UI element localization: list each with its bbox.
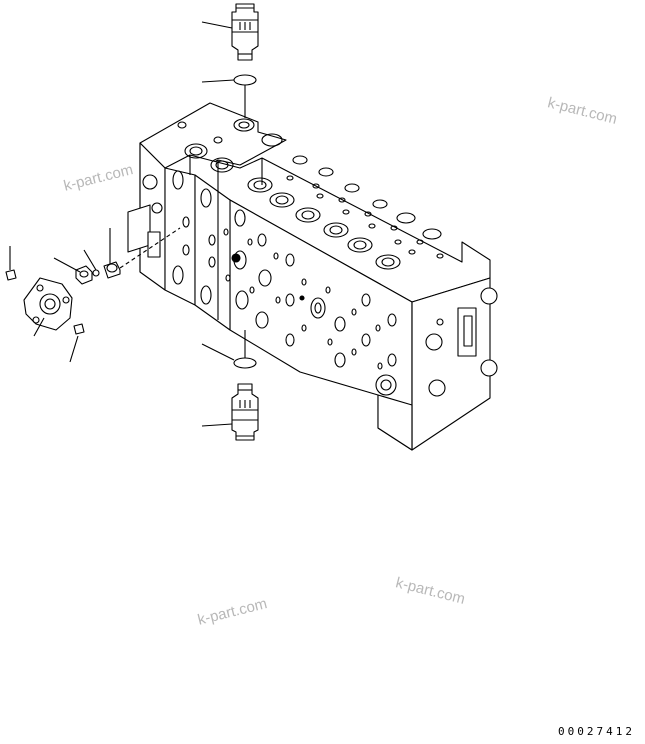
top-relief-valve: [231, 3, 259, 61]
side-ports: [172, 170, 397, 370]
drawing-number: 00027412: [558, 725, 635, 738]
side-flange-assembly: [5, 227, 181, 335]
top-ports: [177, 118, 444, 270]
bottom-relief-valve: [231, 383, 259, 441]
top-o-ring: [233, 74, 257, 86]
callout-leaders: [9, 21, 235, 427]
bottom-o-ring: [233, 357, 257, 369]
control-valve-body: [127, 102, 498, 451]
